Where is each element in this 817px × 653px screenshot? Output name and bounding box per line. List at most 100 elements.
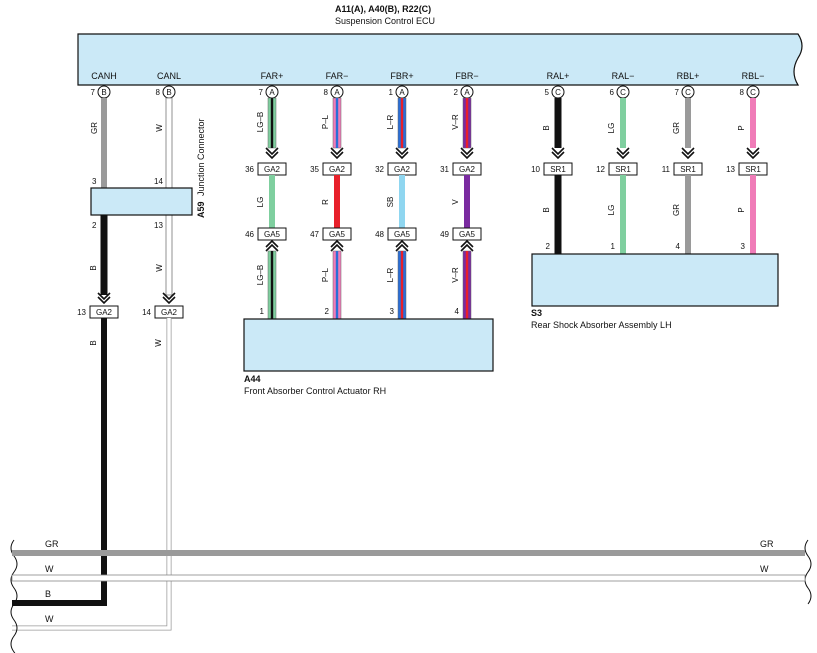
rear-wire-lower-3 [750,175,756,254]
bus-line-w2-label: W [45,614,54,624]
rear-shock-absorber: S3 Rear Shock Absorber Assembly LH [531,253,779,330]
front-ga2-3-pin: 31 [440,165,449,174]
ecu-terminal-label: FBR− [455,71,478,81]
canh-below-ga2-label: B [89,340,98,345]
rear-wire-lower-2-body [685,175,691,254]
rear-sr1-0-pin: 10 [531,165,540,174]
canl-wire-upper-body [165,97,173,189]
ecu-terminal-pin: 2 [454,88,459,97]
rear-wire-lower-0 [554,175,562,254]
front-ga2-1-pin: 35 [310,165,319,174]
right-break-mark [804,539,812,605]
front-ga2-2-label: GA2 [394,165,411,174]
front-ga5-0: GA5 46 [245,227,287,241]
ecu-terminal-pin: 6 [610,88,615,97]
canl-ga2-label: GA2 [161,308,178,317]
junction-name: Junction Connector [196,118,206,196]
ecu-connector-letter: C [750,88,756,97]
rear-wire-upper-label-0: B [542,125,551,130]
canh-wire-upper [101,98,107,188]
front-ga2-arrow-0 [265,147,279,160]
canh-bus-wire [12,318,107,606]
bus-line-gr-left-label: GR [45,539,59,549]
ecu-connector-letter: B [166,88,171,97]
ecu-connector-letter: A [399,88,405,97]
front-wire-upper-label-1: P–L [321,114,330,129]
front-ga5-0-pin: 46 [245,230,254,239]
canl-connector-arrow [162,292,176,305]
front-ga5-arrow-1 [330,239,344,252]
front-ga5-0-label: GA5 [264,230,281,239]
junction-connector-a59: 3 14 2 13 A59 Junction Connector [90,118,206,230]
ecu-terminal-pin: 7 [91,88,96,97]
front-wire-upper-2-stripe [400,98,404,148]
ecu-terminal-label: RAL+ [547,71,570,81]
front-actuator-pin-1: 2 [325,307,330,316]
canl-bus-wire-outline [12,318,172,631]
front-ga2-2-pin: 32 [375,165,384,174]
front-wire-mid-3-body [464,175,470,228]
front-wire-upper-1 [332,97,342,149]
rear-wire-upper-0-body [554,98,562,148]
rear-absorber-pin-0: 2 [546,242,551,251]
rear-sr1-arrow-0 [551,147,565,160]
front-ga2-arrow-2 [395,147,409,160]
ecu-connector-letter: B [101,88,106,97]
rear-wire-lower-label-0: B [542,207,551,212]
canl-wire-upper-label: W [155,124,164,132]
canh-wire-upper-body [101,98,107,188]
front-wire-lower-label-2: L–R [386,267,395,282]
front-wire-mid-2 [399,175,405,228]
front-wire-mid-3 [464,175,470,228]
front-wire-upper-label-2: L–R [386,114,395,129]
front-wire-lower-label-3: V–R [451,267,460,283]
rear-wire-upper-label-1: LG [607,123,616,134]
front-ga5-3: GA5 49 [440,227,482,241]
rear-wire-upper-3 [750,98,756,148]
junction-box [90,187,193,216]
rear-sr1-2-pin: 11 [662,165,671,174]
ecu-terminal-pin: 5 [545,88,550,97]
front-actuator-box [243,318,494,372]
ecu-terminal-label: FAR+ [261,71,284,81]
canh-wire-upper-label: GR [90,122,99,134]
rear-absorber-pin-2: 4 [676,242,681,251]
front-wire-lower-1 [332,250,342,320]
ecu-terminal-6: RAL+C5 [545,71,570,99]
front-wire-lower-0 [267,250,277,320]
front-wire-lower-2 [397,250,407,320]
front-ga5-3-pin: 49 [440,230,449,239]
front-wire-mid-label-0: LG [256,197,265,208]
junction-pin-bottom-2: 13 [154,221,163,230]
ecu-terminal-pin: 1 [389,88,394,97]
ecu-terminal-pin: 8 [156,88,161,97]
rear-wire-lower-1 [620,175,626,254]
front-ga5-3-label: GA5 [459,230,476,239]
rear-sr1-1-pin: 12 [596,165,605,174]
bus-line-gr-right-label: GR [760,539,774,549]
front-ga5-1-pin: 47 [310,230,319,239]
front-actuator-name: Front Absorber Control Actuator RH [244,386,386,396]
front-wire-upper-3 [462,97,472,149]
ecu-box [77,33,803,86]
rear-wire-lower-0-body [554,175,562,254]
front-absorber-actuator: A44 Front Absorber Control Actuator RH [243,318,494,396]
rear-sr1-1-label: SR1 [615,165,631,174]
ecu-terminal-label: FBR+ [390,71,413,81]
rear-sr1-1: SR1 12 [596,162,638,176]
front-wire-mid-0-body [269,175,275,228]
ecu-name: Suspension Control ECU [335,16,435,26]
junction-pin-top-1: 3 [92,177,97,186]
front-wire-upper-1-stripe [335,98,339,148]
bus-line-b-label: B [45,589,51,599]
front-ga2-0-label: GA2 [264,165,281,174]
ecu-terminal-9: RBL−C8 [740,71,764,99]
